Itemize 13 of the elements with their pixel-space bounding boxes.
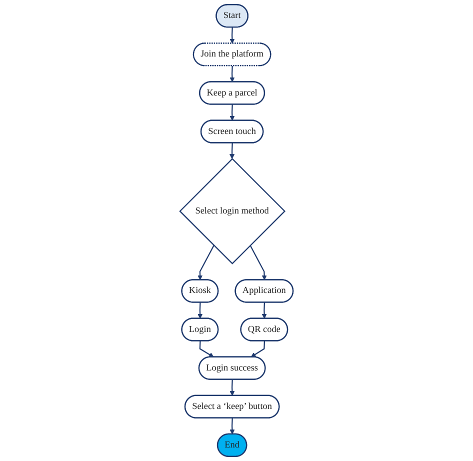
arrow: [198, 302, 203, 319]
arrow: [230, 380, 235, 396]
arrow: [230, 104, 235, 121]
arrow: [230, 27, 235, 44]
arrow: [230, 66, 235, 82]
arrow: [199, 340, 214, 358]
arrow: [230, 143, 235, 160]
arrow: [198, 245, 214, 280]
arrow: [250, 340, 266, 358]
arrow: [250, 245, 267, 280]
arrow: [262, 302, 267, 319]
node-diamond: Select login method: [179, 158, 286, 264]
arrow: [230, 418, 235, 434]
